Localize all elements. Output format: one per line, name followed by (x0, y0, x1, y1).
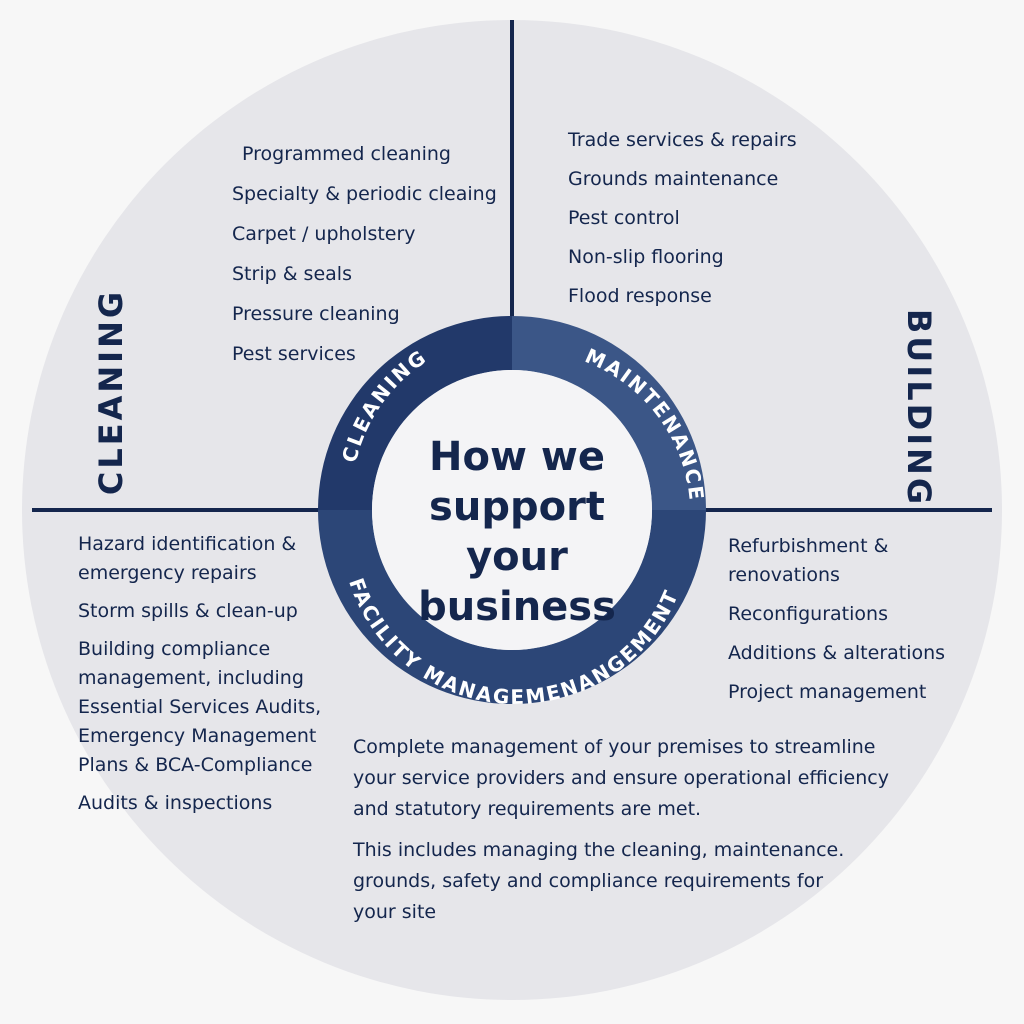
list-item: Hazard identification & emergency repair… (78, 533, 297, 584)
cleaning-services-list: Programmed cleaning Specialty & periodic… (232, 140, 497, 380)
ring-segment-facility (318, 510, 706, 704)
list-item: Reconfigurations (728, 603, 888, 625)
list-item: Non-slip flooring (568, 246, 724, 268)
list-item: Project management (728, 681, 927, 703)
renovation-services-list: Refurbishment & renovations Reconfigurat… (728, 532, 945, 717)
center-title: How we support your business (418, 434, 616, 630)
list-item: Programmed cleaning (242, 143, 451, 165)
list-item: Pest services (232, 343, 356, 365)
facility-services-list: Hazard identification & emergency repair… (78, 530, 321, 827)
list-item: Refurbishment & renovations (728, 535, 889, 586)
list-item: Flood response (568, 285, 712, 307)
list-item: Storm spills & clean-up (78, 600, 298, 622)
quadrant-label-building: BUILDING (900, 309, 938, 507)
center-circle (372, 370, 652, 650)
list-item: Strip & seals (232, 263, 352, 285)
list-item: Pressure cleaning (232, 303, 400, 325)
ring-segment-maintenance (512, 316, 706, 510)
building-services-list: Trade services & repairs Grounds mainten… (568, 126, 797, 321)
list-item: Grounds maintenance (568, 168, 779, 190)
list-item: Additions & alterations (728, 642, 946, 664)
ring-segment-cleaning (318, 316, 512, 510)
quadrant-label-cleaning: CLEANING (92, 289, 130, 495)
list-item: Trade services & repairs (568, 129, 797, 151)
summary-paragraph: Complete management of your premises to … (353, 736, 889, 820)
list-item: Building compliance management, includin… (78, 638, 322, 776)
facility-summary: Complete management of your premises to … (353, 732, 893, 938)
summary-paragraph: This includes managing the cleaning, mai… (353, 839, 845, 923)
list-item: Specialty & periodic cleaing (232, 183, 497, 205)
list-item: Pest control (568, 207, 680, 229)
list-item: Carpet / upholstery (232, 223, 416, 245)
list-item: Audits & inspections (78, 792, 273, 814)
